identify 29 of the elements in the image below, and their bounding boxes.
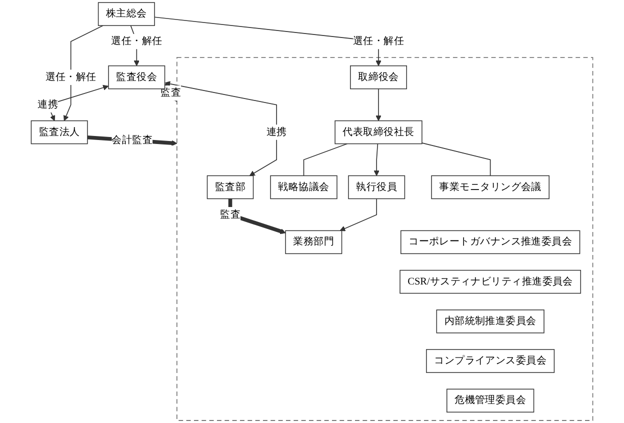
node-box: 監査法人 — [30, 120, 88, 144]
arrow — [340, 198, 377, 232]
node-box: 監査部 — [206, 175, 254, 200]
node-box: コーポレートガバナンス推進委員会 — [400, 230, 580, 254]
node-box: 内部統制推進委員会 — [436, 310, 544, 334]
node-box: 事業モニタリング会議 — [431, 175, 550, 200]
connector — [303, 143, 348, 176]
node-box: コンプライアンス委員会 — [426, 349, 555, 373]
node-box: 業務部門 — [285, 230, 342, 254]
node-box: 監査役会 — [108, 65, 166, 90]
edge-label: 連携 — [38, 99, 58, 110]
node-box: 戦略協議会 — [270, 175, 338, 200]
node-box: CSR/サスティナビリティ推進委員会 — [400, 270, 582, 294]
arrow — [374, 143, 380, 176]
edge-label: 監査 — [220, 208, 240, 220]
arrow — [164, 81, 277, 176]
edge-label: 選任・解任 — [45, 72, 96, 82]
node-box: 取締役会 — [350, 65, 407, 90]
arrow — [376, 88, 382, 122]
node-box: 代表取締役社長 — [334, 120, 422, 144]
node-box: 株主総会 — [98, 2, 155, 26]
node-box: 執行役員 — [348, 175, 406, 200]
edge-label: 選任・解任 — [352, 36, 404, 47]
node-box: 危機管理委員会 — [446, 388, 534, 413]
arrow — [228, 198, 286, 234]
edge-label: 連携 — [266, 126, 287, 138]
edge-label: 選任・解任 — [111, 36, 162, 47]
connector — [422, 142, 491, 176]
edge-label: 会計監査 — [112, 134, 153, 146]
